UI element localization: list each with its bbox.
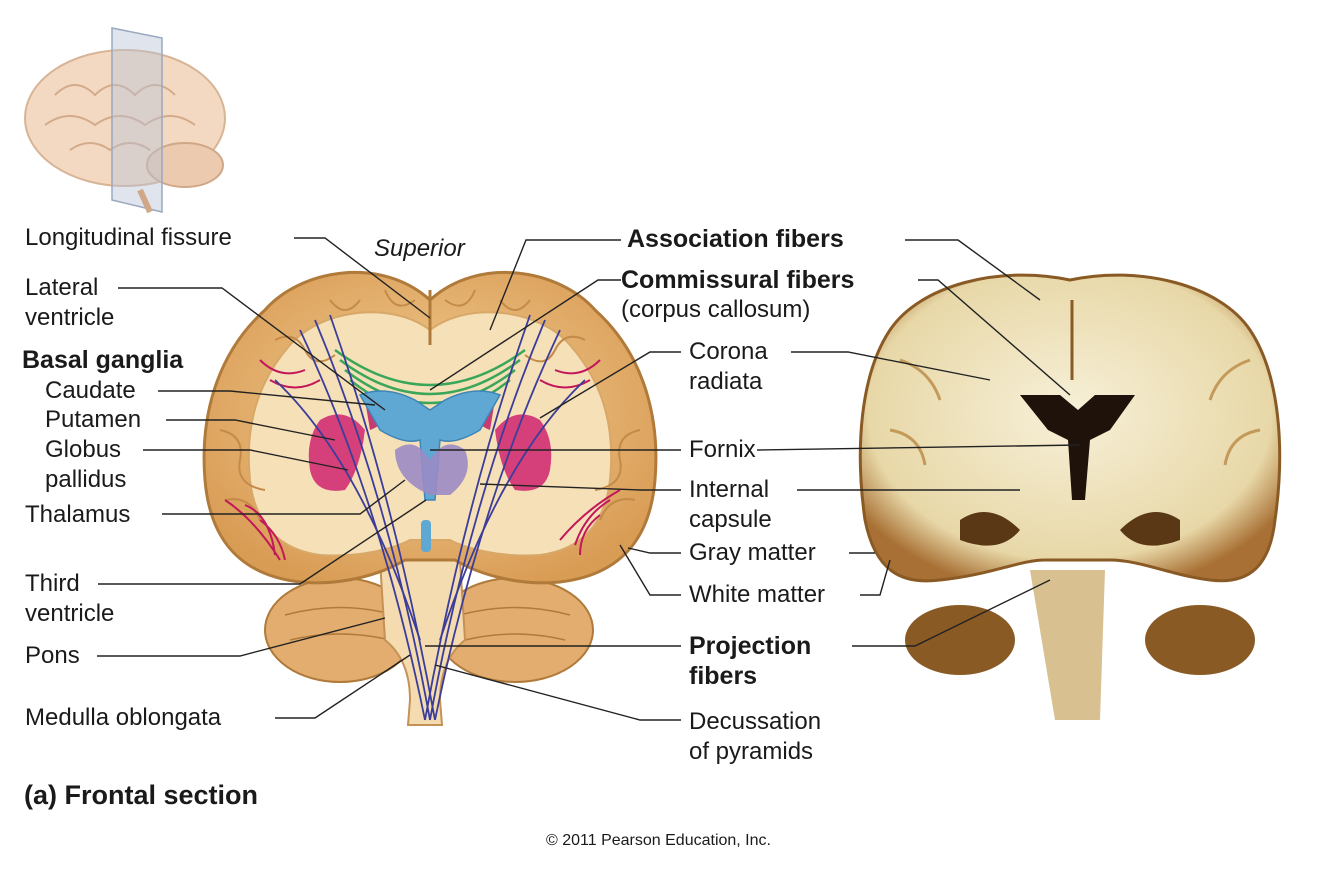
thalamus-drawing bbox=[395, 444, 468, 495]
label-fornix: Fornix bbox=[689, 436, 756, 463]
label-corpus-callosum: (corpus callosum) bbox=[621, 296, 811, 323]
label-third-ventricle-line2: ventricle bbox=[25, 600, 115, 627]
label-lateral-ventricle-line2: ventricle bbox=[25, 304, 115, 331]
label-projection-fibers-line1: Projection bbox=[689, 632, 812, 660]
putamen-right bbox=[495, 414, 552, 491]
copyright-notice: © 2011 Pearson Education, Inc. bbox=[546, 832, 771, 849]
label-globus-pallidus-line1: Globus bbox=[45, 436, 122, 463]
label-basal-ganglia: Basal ganglia bbox=[22, 346, 184, 374]
brain-orientation-thumbnail bbox=[24, 27, 226, 214]
label-putamen: Putamen bbox=[45, 406, 142, 433]
label-commissural-fibers: Commissural fibers bbox=[621, 266, 855, 294]
label-globus-pallidus-line2: pallidus bbox=[45, 466, 127, 493]
label-corona-radiata-line2: radiata bbox=[689, 368, 763, 395]
figure-caption: (a) Frontal section bbox=[24, 780, 259, 810]
association-fibers-drawing bbox=[224, 359, 621, 561]
basal-ganglia-drawing bbox=[308, 396, 552, 491]
putamen-left bbox=[308, 414, 365, 491]
lateral-ventricle-drawing bbox=[358, 390, 502, 501]
label-internal-capsule-line1: Internal bbox=[689, 476, 770, 503]
label-decussation-line1: Decussation bbox=[689, 708, 822, 735]
label-pons: Pons bbox=[25, 642, 80, 669]
label-thalamus: Thalamus bbox=[25, 501, 131, 528]
brainstem-drawing bbox=[378, 551, 467, 726]
label-gray-matter: Gray matter bbox=[689, 539, 816, 566]
projection-fibers-drawing bbox=[274, 314, 586, 721]
label-projection-fibers-line2: fibers bbox=[689, 662, 758, 690]
third-ventricle-drawing bbox=[421, 520, 431, 552]
brain-section-photo bbox=[858, 273, 1282, 720]
label-third-ventricle-line1: Third bbox=[25, 570, 80, 597]
label-internal-capsule-line2: capsule bbox=[689, 506, 772, 533]
label-medulla-oblongata: Medulla oblongata bbox=[25, 704, 222, 731]
label-white-matter: White matter bbox=[689, 581, 826, 608]
label-decussation-line2: of pyramids bbox=[689, 738, 814, 765]
label-association-fibers: Association fibers bbox=[627, 225, 844, 253]
label-lateral-ventricle-line1: Lateral bbox=[25, 274, 99, 301]
label-longitudinal-fissure: Longitudinal fissure bbox=[25, 224, 232, 251]
label-superior: Superior bbox=[374, 235, 465, 262]
label-corona-radiata-line1: Corona bbox=[689, 338, 768, 365]
label-caudate: Caudate bbox=[45, 377, 136, 404]
leader-lines bbox=[97, 237, 1081, 721]
